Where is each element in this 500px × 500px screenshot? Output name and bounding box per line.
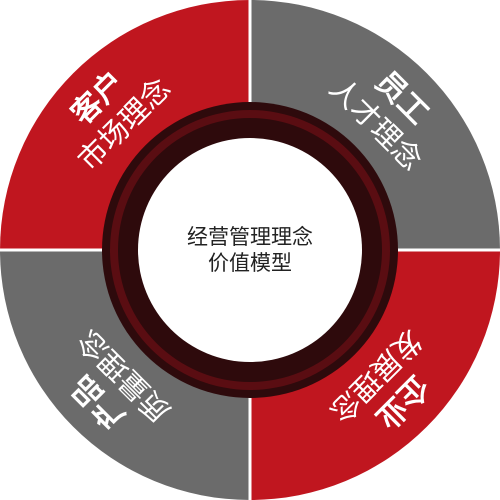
center-circle: [138, 138, 362, 362]
center-title-line1: 经营管理理念: [187, 225, 313, 249]
center-title-line2: 价值模型: [208, 251, 292, 275]
